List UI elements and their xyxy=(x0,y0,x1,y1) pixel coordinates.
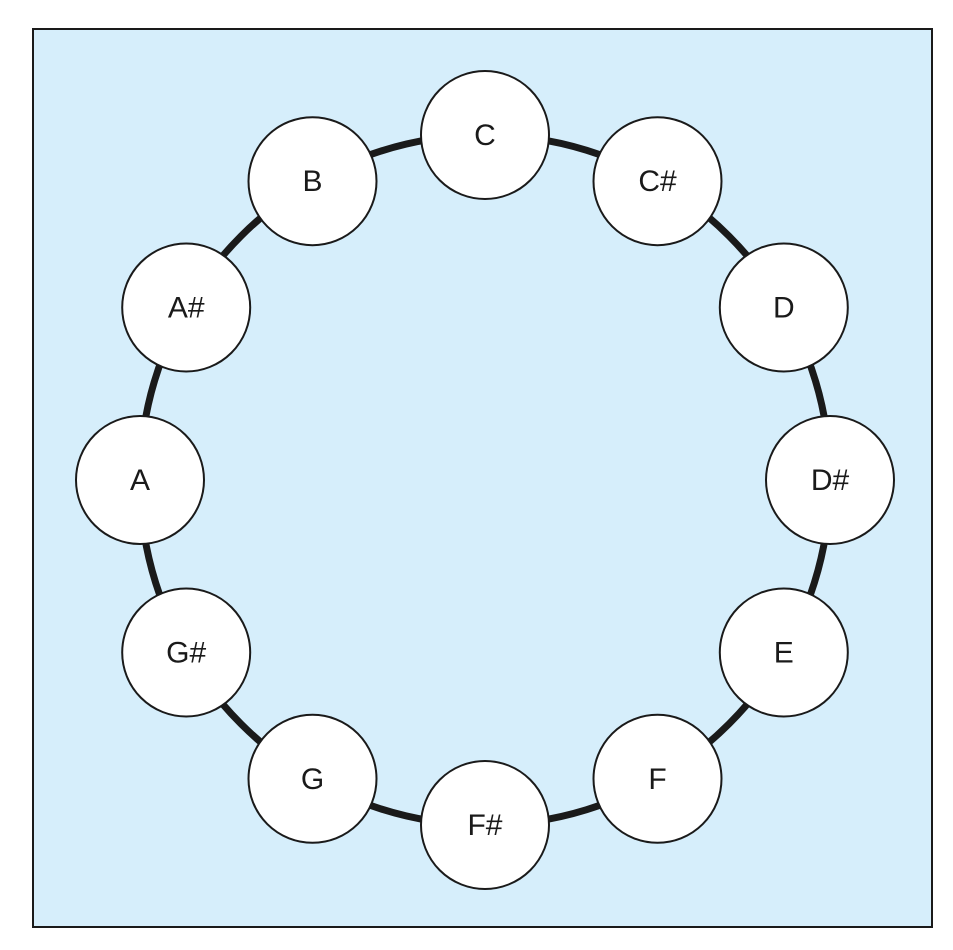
note-circle xyxy=(420,70,550,200)
note-circle xyxy=(121,242,252,373)
note-nodes: C C# D D# E F F# G G# A A# B xyxy=(75,70,895,890)
note-label: A xyxy=(130,464,150,497)
note-label: E xyxy=(774,637,794,670)
note-circle xyxy=(75,415,205,545)
note-node-c-sharp: C# xyxy=(592,116,723,247)
note-label: D xyxy=(773,292,795,325)
note-label: C xyxy=(474,119,496,152)
note-node-d: D xyxy=(718,242,849,373)
note-label: C# xyxy=(638,165,677,198)
note-node-f: F xyxy=(592,713,723,844)
note-node-g-sharp: G# xyxy=(121,587,252,718)
note-node-e: E xyxy=(718,587,849,718)
note-node-c: C xyxy=(420,70,550,200)
note-circle xyxy=(420,760,550,890)
note-circle xyxy=(121,587,252,718)
note-node-a: A xyxy=(75,415,205,545)
note-label: F# xyxy=(467,809,502,842)
note-label: F xyxy=(648,763,666,796)
note-circle xyxy=(592,713,723,844)
note-circle xyxy=(592,116,723,247)
note-node-b: B xyxy=(247,116,378,247)
note-circle xyxy=(765,415,895,545)
note-circle xyxy=(718,242,849,373)
note-label: G xyxy=(301,763,324,796)
note-label: B xyxy=(302,165,322,198)
note-node-f-sharp: F# xyxy=(420,760,550,890)
note-label: D# xyxy=(811,464,850,497)
note-circle xyxy=(718,587,849,718)
note-circle xyxy=(247,713,378,844)
note-node-d-sharp: D# xyxy=(765,415,895,545)
note-label: G# xyxy=(166,637,206,670)
note-label: A# xyxy=(168,292,205,325)
note-node-g: G xyxy=(247,713,378,844)
note-node-a-sharp: A# xyxy=(121,242,252,373)
note-circle xyxy=(247,116,378,247)
